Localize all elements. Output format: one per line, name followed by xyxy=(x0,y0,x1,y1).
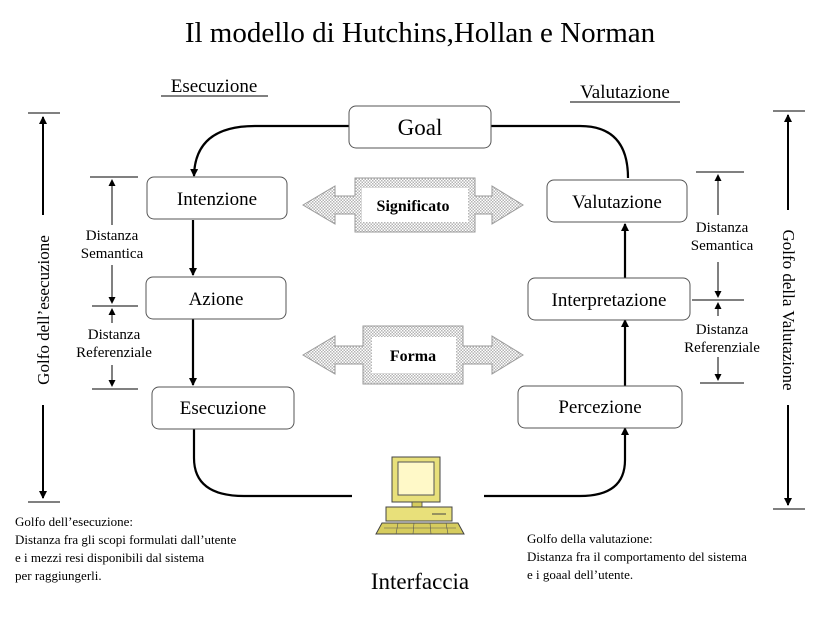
interface-to-perception-line xyxy=(484,427,629,498)
meaning-label: Significato xyxy=(377,198,450,215)
action-label: Azione xyxy=(189,289,244,310)
left-referential-distance-label: Distanza Referenziale xyxy=(76,327,152,361)
execution-to-interface-line xyxy=(192,428,352,498)
execution-box: Esecuzione xyxy=(151,386,295,430)
meaning-double-arrow: Significato xyxy=(302,177,524,233)
left-semantic-distance-label: Distanza Semantica xyxy=(81,228,144,262)
evaluation-to-goal-line xyxy=(490,124,630,179)
right-referential-distance-label: Distanza Referenziale xyxy=(684,322,760,356)
right-distance-markers xyxy=(692,171,744,384)
perception-label: Percezione xyxy=(558,397,641,418)
computer-icon xyxy=(375,456,465,535)
execution-gulf-label: Golfo dell’esecuzione xyxy=(34,235,53,385)
svg-text:Referenziale: Referenziale xyxy=(76,345,152,361)
evaluation-box: Valutazione xyxy=(546,179,688,223)
goal-to-intention-line xyxy=(190,124,350,177)
goal-box: Goal xyxy=(348,105,492,149)
svg-text:Distanza: Distanza xyxy=(88,327,141,343)
execution-gulf-description: Golfo dell’esecuzione: Distanza fra gli … xyxy=(15,514,237,583)
interface-label: Interfaccia xyxy=(371,569,469,594)
left-distance-markers xyxy=(90,176,138,390)
evaluation-label: Valutazione xyxy=(572,192,662,213)
evaluation-gulf-marker xyxy=(773,110,805,510)
svg-text:Semantica: Semantica xyxy=(81,246,144,262)
evaluation-gulf-label: Golfo della Valutazione xyxy=(779,229,798,390)
goal-label: Goal xyxy=(398,115,443,140)
right-semantic-distance-label: Distanza Semantica xyxy=(691,220,754,254)
intention-label: Intenzione xyxy=(177,189,257,210)
form-label: Forma xyxy=(390,348,436,365)
header-execution: Esecuzione xyxy=(171,76,258,97)
page-title: Il modello di Hutchins,Hollan e Norman xyxy=(185,17,656,49)
form-double-arrow: Forma xyxy=(302,325,524,385)
svg-text:Semantica: Semantica xyxy=(691,238,754,254)
svg-text:Referenziale: Referenziale xyxy=(684,340,760,356)
header-evaluation: Valutazione xyxy=(580,82,670,103)
interpretation-label: Interpretazione xyxy=(552,290,667,311)
action-box: Azione xyxy=(145,276,287,320)
execution-gulf-marker xyxy=(28,112,60,503)
perception-box: Percezione xyxy=(517,385,683,429)
interpretation-box: Interpretazione xyxy=(527,277,691,321)
intention-box: Intenzione xyxy=(146,176,288,220)
svg-text:Distanza: Distanza xyxy=(696,322,749,338)
execution-label: Esecuzione xyxy=(180,398,267,419)
svg-text:Distanza: Distanza xyxy=(86,228,139,244)
evaluation-gulf-description: Golfo della valutazione: Distanza fra il… xyxy=(527,531,747,582)
svg-text:Distanza: Distanza xyxy=(696,220,749,236)
cycle-lines xyxy=(189,124,630,498)
